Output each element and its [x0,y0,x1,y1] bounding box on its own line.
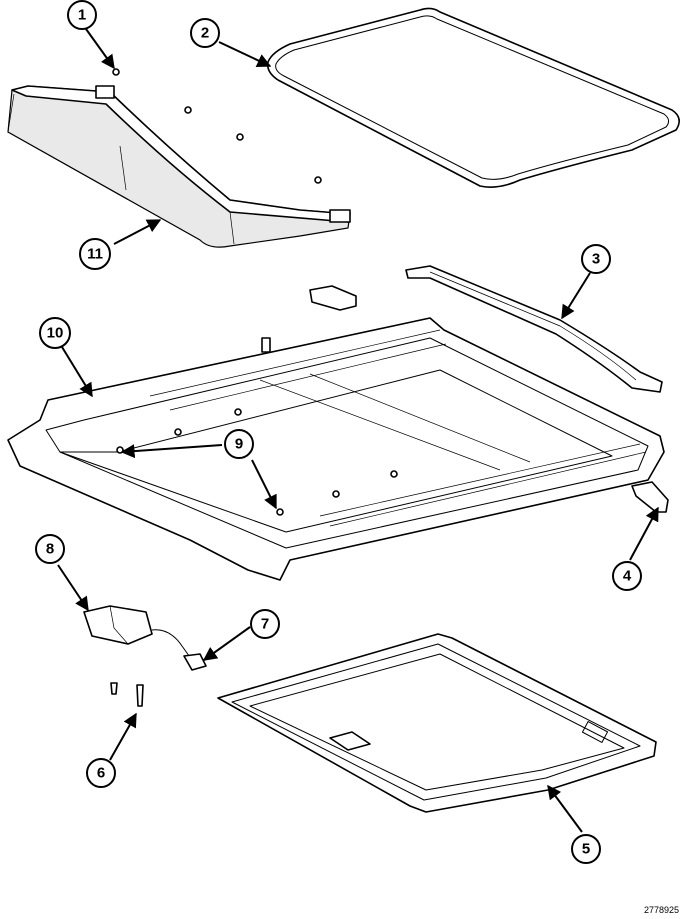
callout-9: 9 [224,429,254,459]
motor-part [83,605,193,661]
leader-lines [57,28,659,833]
svg-text:6: 6 [97,765,105,782]
sunshade-frame-part [217,633,657,813]
callout-8: 8 [35,534,65,564]
svg-text:1: 1 [78,7,86,24]
svg-text:10: 10 [47,325,64,342]
callout-10: 10 [39,317,71,349]
svg-text:11: 11 [87,246,103,263]
callout-5: 5 [571,834,601,864]
callout-7: 7 [250,609,280,639]
screws [112,68,322,184]
bracket-part [309,285,357,311]
glass-panel-part [266,7,680,188]
bolts [110,682,144,707]
callout-2: 2 [190,18,220,48]
svg-text:9: 9 [235,436,243,453]
callout-11: 11 [79,238,111,270]
svg-text:7: 7 [261,616,269,633]
svg-text:5: 5 [582,841,590,858]
callout-4: 4 [612,561,642,591]
sunroof-frame-part [7,317,665,581]
rear-rail-part [405,265,663,393]
svg-text:4: 4 [623,568,632,585]
callout-3: 3 [581,244,611,274]
callout-6: 6 [86,758,116,788]
wind-deflector-part [7,85,351,248]
callout-1: 1 [67,0,97,30]
figure-id: 2778925 [643,905,679,915]
svg-text:8: 8 [46,541,54,558]
svg-text:2: 2 [201,25,209,42]
svg-text:3: 3 [592,251,600,268]
guide-bracket-part [631,481,669,513]
connector-part [183,653,207,671]
